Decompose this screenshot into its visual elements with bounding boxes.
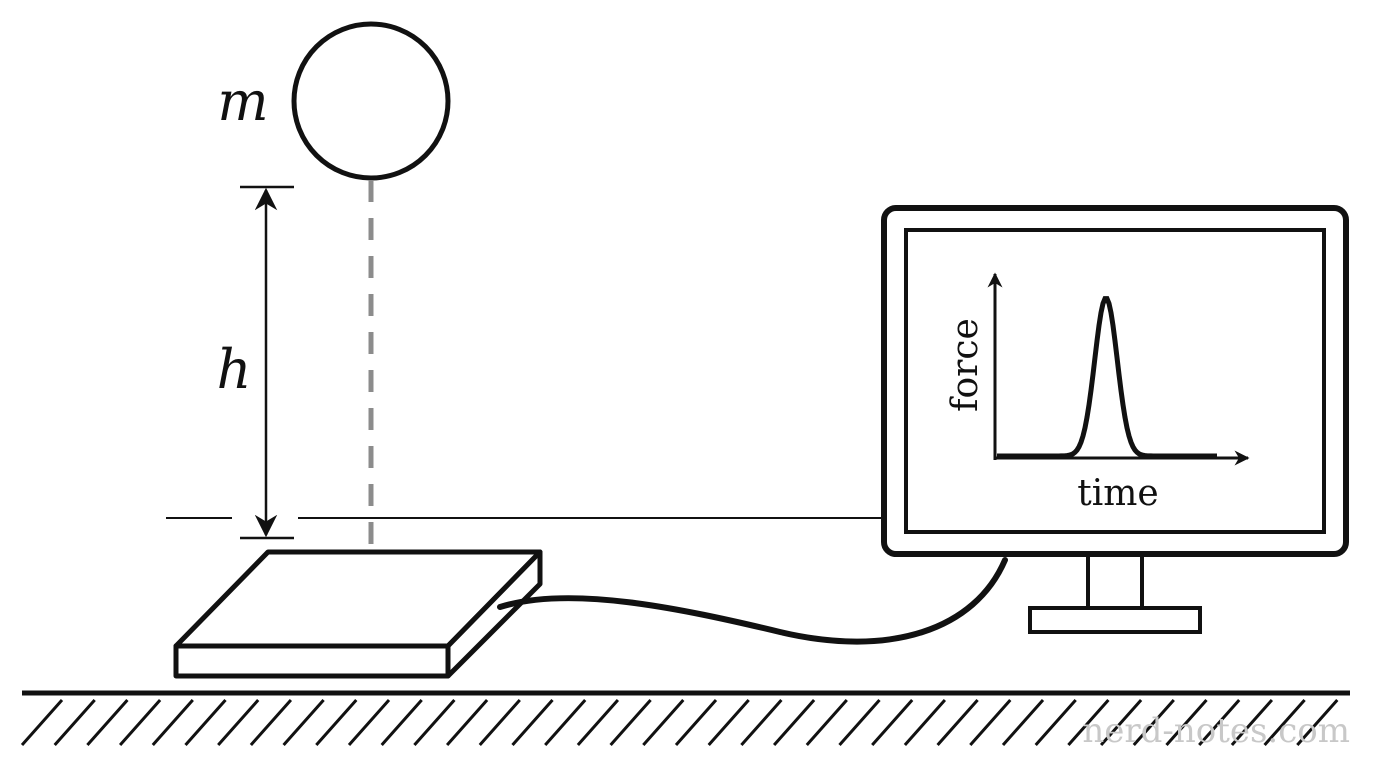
hatch-line — [1296, 699, 1339, 746]
watermark: nerd-notes.com — [1082, 711, 1350, 751]
hatch-line — [805, 699, 848, 746]
hatch-line — [969, 699, 1012, 746]
hatch-line — [1165, 699, 1208, 746]
hatch-line — [1067, 699, 1110, 746]
hatch-line — [413, 699, 456, 746]
hatch-line — [86, 699, 129, 746]
hatch-line — [347, 699, 391, 746]
hatch-line — [707, 699, 750, 746]
hatch-line — [609, 699, 652, 746]
hatch-line — [936, 699, 979, 746]
hatch-line — [184, 699, 227, 746]
hatch-line — [20, 699, 64, 746]
hatch-line — [903, 699, 947, 746]
hatch-line — [282, 699, 325, 746]
hatch-line — [380, 699, 423, 746]
height-label: h — [217, 338, 252, 401]
hatch-line — [642, 699, 685, 746]
cable — [497, 557, 1008, 645]
monitor — [881, 205, 1349, 634]
hatch-line — [315, 699, 358, 746]
hatch-line — [740, 699, 783, 746]
hatch-line — [118, 699, 162, 746]
hatch-line — [772, 699, 816, 746]
hatch-line — [151, 699, 194, 746]
hatch-line — [1198, 699, 1241, 746]
hatch-line — [544, 699, 587, 746]
hatch-line — [249, 699, 293, 746]
hatch-line — [53, 699, 96, 746]
ground-hatching — [20, 699, 1339, 746]
hatch-line — [1099, 699, 1143, 746]
hatch-line — [674, 699, 718, 746]
hatch-line — [217, 699, 260, 746]
force-plate — [173, 549, 543, 679]
mass-label: m — [217, 70, 268, 133]
hatch-line — [1263, 699, 1306, 746]
hatch-line — [445, 699, 489, 746]
force-axis-label: force — [945, 318, 986, 412]
hatch-line — [871, 699, 914, 746]
monitor-screen — [904, 228, 1326, 534]
time-axis-label: time — [1077, 473, 1158, 514]
hatch-line — [838, 699, 881, 746]
hatch-line — [511, 699, 554, 746]
hatch-line — [576, 699, 620, 746]
hatch-line — [1230, 699, 1274, 746]
hatch-line — [1132, 699, 1175, 746]
hatch-line — [478, 699, 521, 746]
hatch-line — [1001, 699, 1045, 746]
force-pulse-curve — [997, 296, 1217, 459]
ball — [291, 21, 451, 181]
hatch-line — [1034, 699, 1077, 746]
